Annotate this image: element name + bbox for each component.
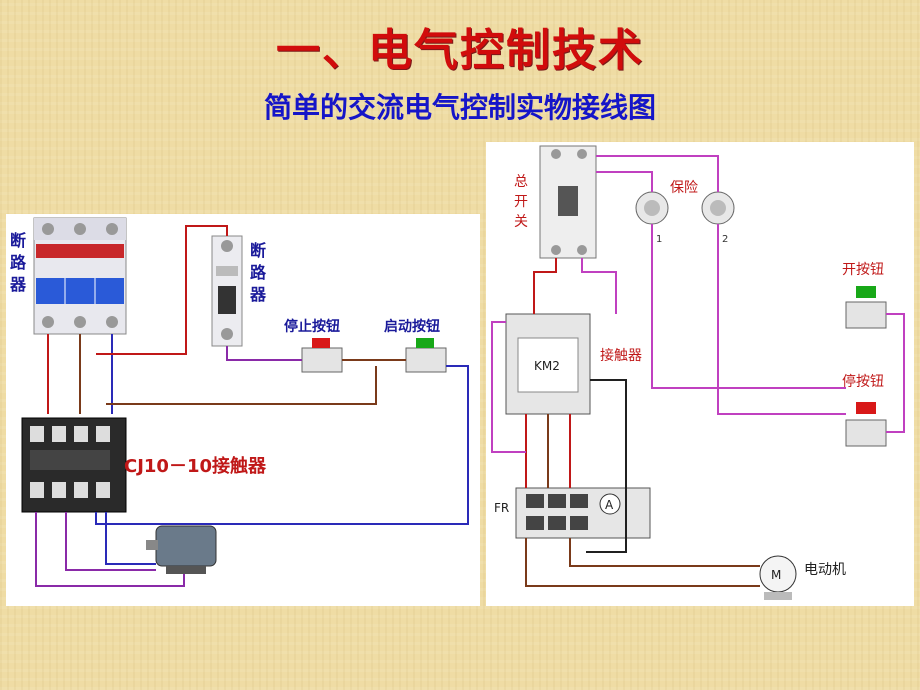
off-button-label: 停按钮: [842, 373, 884, 390]
contactor-id: KM2: [534, 359, 560, 373]
fuse-number-1: 1: [656, 234, 662, 245]
svg-text:断: 断: [10, 231, 26, 250]
contactor: [505, 313, 591, 415]
svg-text:路: 路: [250, 263, 267, 282]
thermal-relay: [515, 487, 651, 539]
main-breaker-label: 断 路 器: [9, 231, 27, 294]
thermal-relay-label: FR: [494, 501, 509, 515]
on-button: [845, 286, 887, 329]
svg-text:断: 断: [250, 241, 266, 260]
main-switch-label: 总 开 关: [514, 174, 528, 230]
left-wiring-diagram: 断 路 器 断 路 器 停止按钮 启动按钮 CJ10－10接触器: [6, 214, 480, 606]
motor-label: 电动机: [804, 562, 846, 578]
svg-text:总: 总: [514, 174, 528, 190]
svg-text:器: 器: [249, 285, 267, 304]
slide-title: 一、电气控制技术: [276, 25, 644, 76]
fuse-label: 保险: [670, 180, 698, 196]
right-wiring-diagram: 总 开 关 保险 1 2 KM2 接触器 开按钮 停按钮 FR A M: [486, 142, 914, 606]
contactor-label: 接触器: [600, 347, 642, 364]
fuse-number-2: 2: [722, 234, 728, 245]
start-button-label: 启动按钮: [384, 318, 440, 335]
ammeter-symbol: A: [605, 498, 614, 512]
main-switch: [539, 145, 597, 259]
fuse-2: [701, 191, 735, 225]
slide-subtitle: 简单的交流电气控制实物接线图: [263, 91, 656, 124]
svg-text:开: 开: [514, 194, 528, 210]
svg-text:器: 器: [9, 275, 27, 294]
contactor: [21, 417, 127, 513]
motor-symbol: M: [771, 568, 781, 582]
stop-button-label: 停止按钮: [284, 318, 340, 335]
contactor-label: CJ10－10接触器: [124, 455, 267, 477]
on-button-label: 开按钮: [842, 262, 884, 278]
small-breaker: [211, 235, 243, 347]
main-breaker: [33, 217, 127, 335]
motor: [146, 525, 217, 574]
svg-text:关: 关: [514, 214, 528, 230]
motor: [759, 555, 797, 600]
fuse-1: [635, 191, 669, 225]
small-breaker-label: 断 路 器: [249, 241, 267, 304]
stop-button: [301, 338, 343, 373]
svg-text:路: 路: [10, 253, 27, 272]
